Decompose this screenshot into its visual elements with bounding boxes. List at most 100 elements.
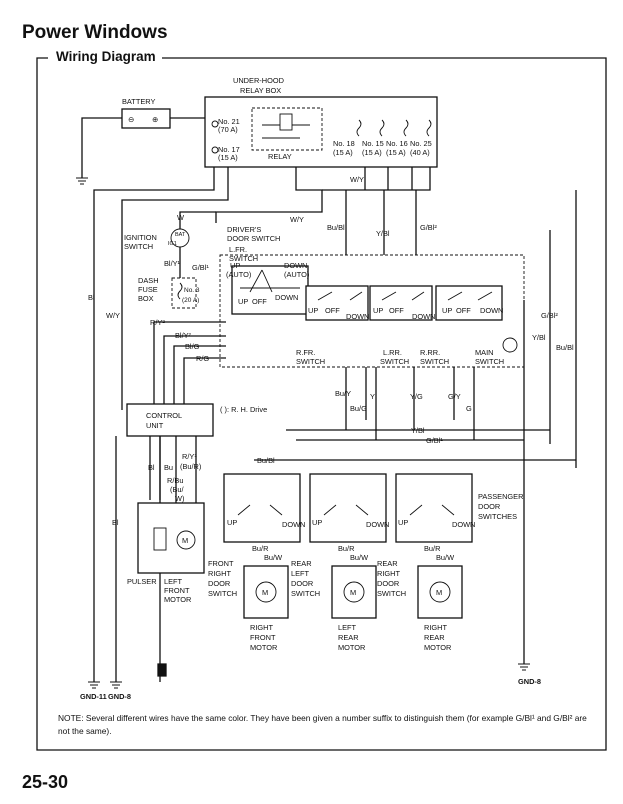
wire-bubl-right: Bu/Bl <box>556 343 574 352</box>
rrr-label-2: SWITCH <box>420 357 449 366</box>
lfr-label-1: L.FR. <box>229 245 247 254</box>
main-label-2: SWITCH <box>475 357 504 366</box>
fuse-21 <box>211 120 219 128</box>
ground-symbol <box>76 177 88 185</box>
rrr-up: UP <box>442 306 452 315</box>
wire-gbl1-mid: G/Bl¹ <box>426 436 443 445</box>
rl-switch-label-3: DOOR <box>291 579 313 588</box>
rfr-up: UP <box>308 306 318 315</box>
wire-bly1: Bl/Y¹ <box>164 259 181 268</box>
main-switch <box>502 337 518 353</box>
ignition-ig1: IG1 <box>168 241 177 247</box>
dash-fuse-label-3: BOX <box>138 294 154 303</box>
wire-gy: G/Y <box>448 392 461 401</box>
fuse-21-label-1: No. 21 <box>218 117 240 126</box>
wire-bl-gnd11 <box>93 167 215 682</box>
rf-motor-label-2: FRONT <box>250 633 276 642</box>
drivers-door-label-1: DRIVER'S <box>227 225 261 234</box>
lfr-label-2: SWITCH <box>229 254 258 263</box>
wire-g: G <box>466 404 472 413</box>
relay-box-label-1: UNDER-HOOD <box>233 76 284 85</box>
lrr-label-2: SWITCH <box>380 357 409 366</box>
rf-motor-label-3: MOTOR <box>250 643 277 652</box>
lrr-off: OFF <box>389 306 404 315</box>
wire-w-paren: W) <box>175 494 184 503</box>
wire-buw-2: Bu/W <box>350 553 368 562</box>
relay-outline <box>251 107 323 151</box>
lf-motor-label-1: LEFT <box>164 577 183 586</box>
dash-fuse-label-2: FUSE <box>138 285 158 294</box>
passenger-label-1: PASSENGER <box>478 492 523 501</box>
wire-rbu: R/Bu <box>167 476 183 485</box>
door-motors <box>243 565 463 619</box>
page-number: 25-30 <box>22 772 69 792</box>
wire-buy: Bu/Y <box>335 389 351 398</box>
fuse-18-label-1: No. 18 <box>333 139 355 148</box>
fuse-16-label-1: No. 16 <box>386 139 408 148</box>
wire-wy-main <box>215 167 323 223</box>
wire-wy-mid: W/Y <box>290 215 304 224</box>
wire-bur-paren: (Bu/R) <box>180 462 201 471</box>
rh-drive-note: ( ): R. H. Drive <box>220 405 267 414</box>
gnd11-label: GND-11 <box>80 692 107 701</box>
lfr-auto-down: (AUTO) <box>284 270 309 279</box>
wire-bly2: Bl/Y² <box>175 331 192 340</box>
lf-motor-label-3: MOTOR <box>164 595 191 604</box>
rr-switch-label-4: SWITCH <box>377 589 406 598</box>
rl-switch-label-4: SWITCH <box>291 589 320 598</box>
passenger-door-switches <box>223 473 473 543</box>
fr-switch-label-1: FRONT <box>208 559 234 568</box>
horizontal-bus-wires <box>254 429 576 461</box>
lfr-up-2: UP <box>238 297 248 306</box>
fr-switch-label-3: DOOR <box>208 579 230 588</box>
ignition-label-1: IGNITION <box>124 233 157 242</box>
wire-y: Y <box>370 392 375 401</box>
relay-box-fuses <box>356 119 432 137</box>
under-hood-relay-box <box>204 96 438 168</box>
wire-rg: R/G <box>196 354 209 363</box>
right-side-wires <box>523 190 577 664</box>
wire-bl-cu: Bl <box>148 463 155 472</box>
lr-motor-label-1: LEFT <box>338 623 357 632</box>
rl-switch-label-2: LEFT <box>291 569 310 578</box>
wire-wy-left: W/Y <box>106 311 120 320</box>
lfr-down: DOWN <box>284 261 307 270</box>
rl-door-down: DOWN <box>366 520 389 529</box>
control-unit <box>126 403 214 437</box>
main-label-1: MAIN <box>475 348 493 357</box>
control-signal-wires <box>153 321 226 410</box>
relay-fuse-bus <box>322 167 431 191</box>
left-front-motor <box>176 530 196 550</box>
passenger-label-2: DOOR <box>478 502 500 511</box>
wire-bur-1: Bu/R <box>252 544 268 553</box>
control-unit-label-2: UNIT <box>146 421 164 430</box>
lf-motor-label-2: FRONT <box>164 586 190 595</box>
diagram-frame <box>36 57 607 751</box>
note-text: NOTE: Several different wires have the s… <box>58 713 587 736</box>
gnd8-right-label: GND-8 <box>518 677 541 686</box>
rrr-down: DOWN <box>480 306 503 315</box>
rr-switch-label-3: DOOR <box>377 579 399 588</box>
fuse-21-label-2: (70 A) <box>218 125 238 134</box>
rr-door-down: DOWN <box>452 520 475 529</box>
wire-bubl-top: Bu/Bl <box>327 223 345 232</box>
wire-ry1: R/Y¹ <box>182 452 197 461</box>
wires-supply-top <box>345 190 417 255</box>
fuse-25-label-2: (40 A) <box>410 148 430 157</box>
rf-motor-m: M <box>262 588 268 597</box>
lf-motor-m: M <box>182 536 188 545</box>
dash-fuse-box <box>171 277 197 309</box>
rr-motor-label-1: RIGHT <box>424 623 447 632</box>
fuse-3-label-2: (20 A) <box>182 297 199 304</box>
page-title: Power Windows <box>22 22 168 43</box>
control-unit-label-1: CONTROL <box>146 411 182 420</box>
wire-bl-left: Bl <box>88 293 95 302</box>
wire-bu-paren: (Bu/ <box>170 485 185 494</box>
relay-coil <box>279 113 293 131</box>
lr-motor-label-3: MOTOR <box>338 643 365 652</box>
section-title: Wiring Diagram <box>52 49 160 64</box>
battery-label: BATTERY <box>122 97 155 106</box>
fuse-3 <box>177 282 183 300</box>
wire-blg: Bl/G <box>185 342 200 351</box>
